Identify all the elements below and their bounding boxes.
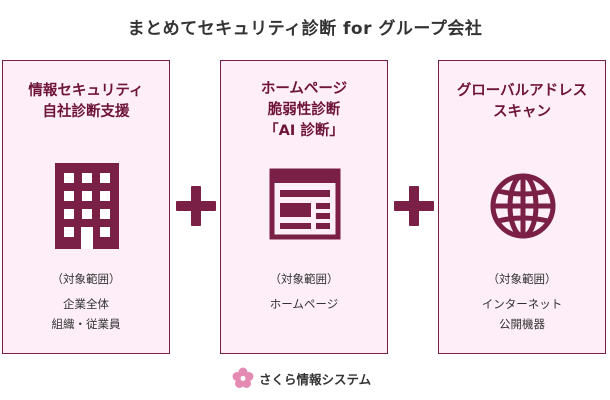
- box-heading-line: ホームページ: [260, 81, 348, 97]
- scope-label: （対象範囲）: [487, 272, 557, 286]
- box-heading-line: スキャン: [493, 104, 551, 120]
- box-heading: 情報セキュリティ 自社診断支援: [3, 81, 169, 123]
- company-logo: さくら情報システム: [232, 366, 371, 390]
- plus-icon: [394, 186, 434, 226]
- diagram-title: まとめてセキュリティ診断 for グループ会社: [127, 19, 483, 39]
- scope-label: （対象範囲）: [269, 272, 339, 286]
- box-heading-line: グローバルアドレス: [456, 83, 588, 99]
- service-box-website-scan: ホームページ 脆弱性診断 「AI 診断」 （対象範囲） ホームページ: [220, 60, 388, 354]
- scope-label: （対象範囲）: [51, 272, 121, 286]
- box-heading: ホームページ 脆弱性診断 「AI 診断」: [221, 79, 387, 142]
- box-heading-line: 情報セキュリティ: [28, 83, 144, 99]
- scope-item: 公開機器: [499, 317, 545, 331]
- box-heading: グローバルアドレス スキャン: [439, 81, 605, 123]
- scope-item: ホームページ: [269, 297, 339, 311]
- sakura-flower-icon: [232, 367, 254, 388]
- service-box-global-address-scan: グローバルアドレス スキャン （対象範囲） インターネット 公開機器: [438, 60, 606, 354]
- service-box-self-assessment: 情報セキュリティ 自社診断支援 （対象範囲） 企業全体 組織・従業員: [2, 60, 170, 354]
- scope-section: （対象範囲） 企業全体 組織・従業員: [3, 269, 169, 334]
- scope-item: インターネット: [481, 297, 563, 311]
- box-heading-line: 「AI 診断」: [264, 123, 344, 139]
- scope-item: 企業全体: [63, 297, 109, 311]
- scope-item: 組織・従業員: [51, 317, 121, 331]
- box-heading-line: 自社診断支援: [42, 104, 130, 120]
- scope-section: （対象範囲） インターネット 公開機器: [439, 269, 605, 334]
- scope-section: （対象範囲） ホームページ: [221, 269, 387, 314]
- box-heading-line: 脆弱性診断: [267, 102, 341, 118]
- globe-icon: [490, 173, 556, 239]
- webpage-icon: [269, 168, 341, 240]
- building-icon: [55, 163, 119, 249]
- logo-text: さくら情報システム: [259, 371, 372, 387]
- plus-icon: [176, 186, 216, 226]
